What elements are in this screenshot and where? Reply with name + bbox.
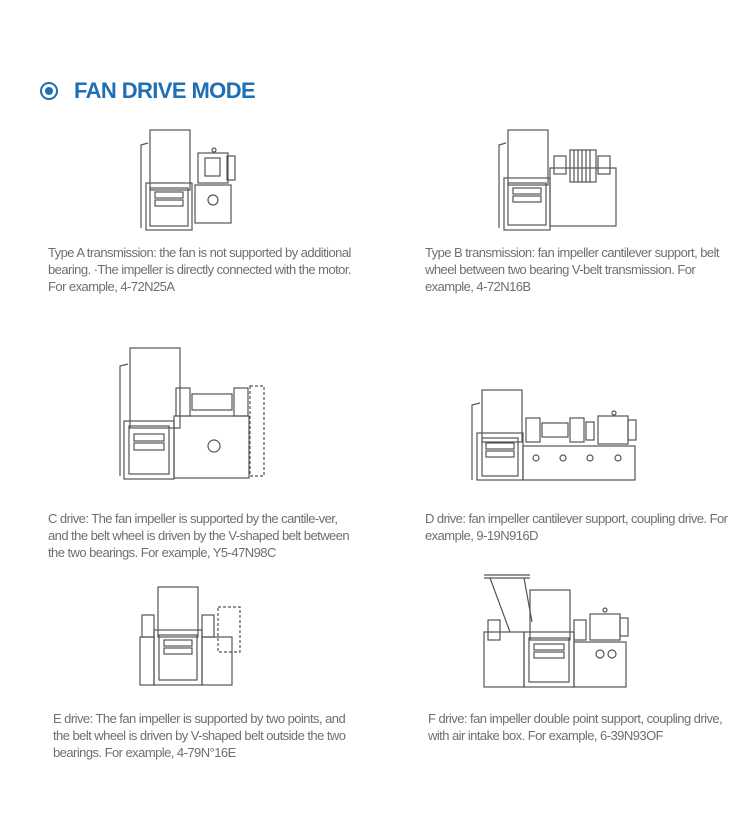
f-drive-description: F drive: fan impeller double point suppo… xyxy=(428,711,723,743)
d-drive-diagram xyxy=(471,389,637,481)
e-drive-description: E drive: The fan impeller is supported b… xyxy=(53,711,346,760)
c-drive-description: C drive: The fan impeller is supported b… xyxy=(48,511,350,560)
c-drive-diagram xyxy=(119,347,265,480)
page-title: FAN DRIVE MODE xyxy=(74,78,256,103)
f-drive-diagram xyxy=(483,574,629,688)
radio-bullet-icon xyxy=(40,82,58,100)
section-heading: FAN DRIVE MODE xyxy=(40,78,256,104)
d-drive-description: D drive: fan impeller cantilever support… xyxy=(425,511,728,543)
type-a-diagram xyxy=(140,129,236,231)
type-b-description: Type B transmission: fan impeller cantil… xyxy=(425,245,720,294)
type-b-diagram xyxy=(498,129,617,231)
type-a-description: Type A transmission: the fan is not supp… xyxy=(48,245,352,294)
e-drive-diagram xyxy=(139,586,241,686)
